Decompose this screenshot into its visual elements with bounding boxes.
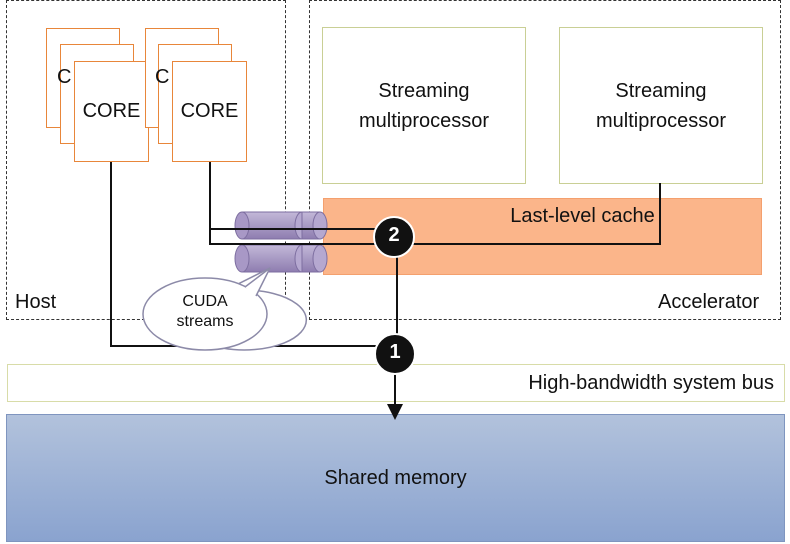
marker-1-number: 1 (389, 341, 401, 363)
cuda-stream-pipe (234, 211, 328, 240)
cuda-streams-line1: CUDA (182, 293, 228, 310)
streaming-multiprocessor-box: Streaming multiprocessor (322, 27, 526, 184)
system-bus-label: High-bandwidth system bus (528, 372, 774, 394)
marker-1 (374, 333, 416, 375)
streaming-multiprocessor-box: Streaming multiprocessor (559, 27, 763, 184)
accelerator-region (309, 0, 781, 320)
core-partial-label: C (155, 65, 170, 88)
shared-memory-label: Shared memory (324, 466, 467, 489)
sm-label-line1: Streaming (615, 79, 707, 102)
sm-label-line1: Streaming (378, 79, 470, 102)
cuda-streams-line2: streams (176, 313, 234, 330)
shared-memory: Shared memory (6, 414, 785, 542)
cuda-streams-callout (142, 267, 308, 351)
connector-lines (110, 162, 661, 420)
accelerator-label: Accelerator (658, 291, 760, 313)
sm-label-line2: multiprocessor (358, 109, 490, 132)
sm-label-line2: multiprocessor (595, 109, 727, 132)
last-level-cache-label: Last-level cache (510, 205, 655, 227)
host-label: Host (15, 291, 57, 313)
core-partial-label: C (57, 65, 72, 88)
cuda-stream-pipe (234, 244, 328, 273)
core-box: CORE (172, 61, 247, 162)
core-box: CORE (74, 61, 149, 162)
core-label: CORE (82, 100, 141, 122)
marker-2 (373, 216, 415, 258)
core-label: CORE (180, 100, 239, 122)
cuda-streams-label: CUDA streams (160, 292, 250, 332)
marker-2-number: 2 (388, 224, 400, 246)
